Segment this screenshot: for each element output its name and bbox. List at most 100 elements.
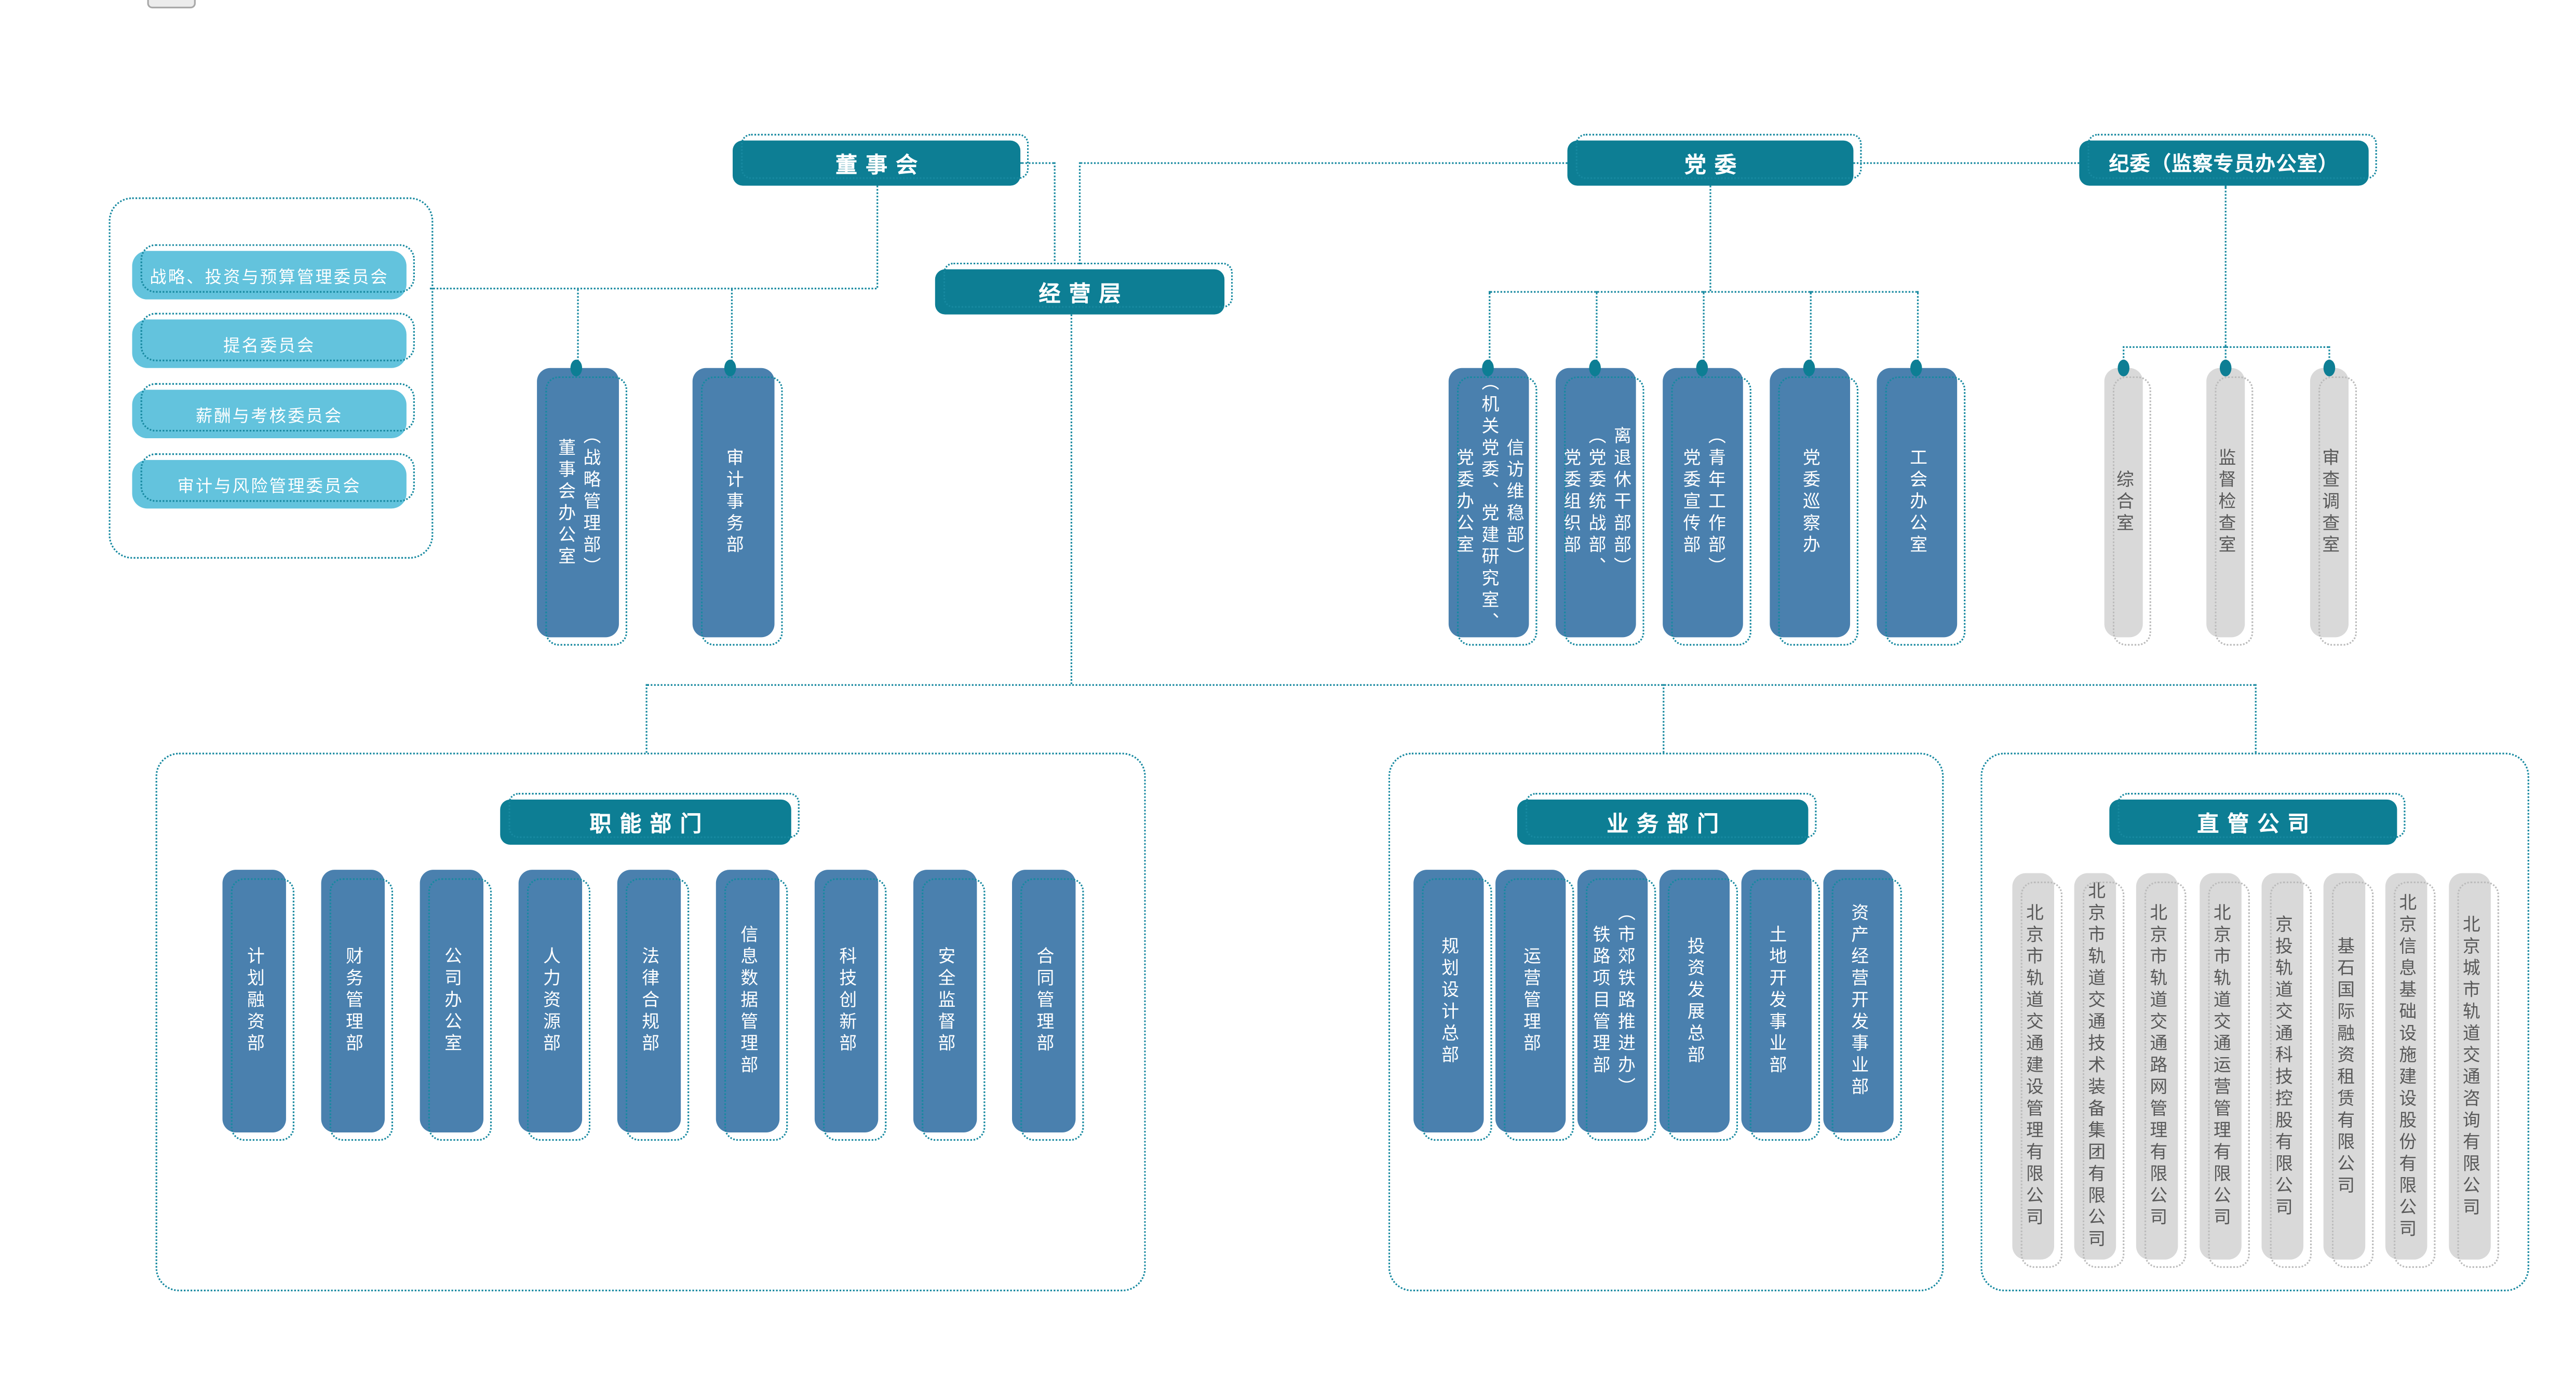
vertical-text-column: （战略管理部） <box>581 426 602 579</box>
node-management-layer: 经营层 <box>935 269 1225 315</box>
vertical-text-column: 人力资源部 <box>541 947 561 1056</box>
committee-strategy-investment-budget: 战略、投资与预算管理委员会 <box>132 251 407 300</box>
office-supervision-inspection: 监督检查室 <box>2206 368 2245 638</box>
dept-finance-management: 财务管理部 <box>321 870 385 1132</box>
functional-departments-group <box>155 752 1146 1291</box>
connector <box>1663 684 1665 753</box>
connector <box>1709 185 1711 291</box>
connector <box>1070 314 1072 684</box>
anchor-dot <box>1910 359 1922 376</box>
section-title-companies: 直管公司 <box>2109 799 2397 845</box>
vertical-text-column: 投资发展总部 <box>1685 936 1706 1066</box>
company-info-infrastructure: 北京信息基础设施建设股份有限公司 <box>2385 873 2427 1260</box>
dept-operation-management: 运营管理部 <box>1495 870 1566 1132</box>
connector <box>2224 346 2227 361</box>
anchor-dot <box>570 359 583 376</box>
connector <box>1703 291 1705 361</box>
connector <box>1078 162 1081 264</box>
vertical-text-column: 监督检查室 <box>2216 448 2237 557</box>
vertical-text-column: 法律合规部 <box>640 947 660 1056</box>
connector <box>1489 291 1491 361</box>
committee-audit-risk: 审计与风险管理委员会 <box>132 460 407 509</box>
board-committees-group <box>109 197 434 559</box>
anchor-dot <box>1589 359 1601 376</box>
anchor-dot <box>2323 359 2336 376</box>
connector <box>1853 162 2080 164</box>
dept-railway-project: 铁路项目管理部（市郊铁路推进办） <box>1577 870 1648 1132</box>
vertical-text-column: 党委宣传部 <box>1681 448 1702 557</box>
vertical-text-column: 党委巡察办 <box>1800 448 1821 557</box>
vertical-text-column: 公司办公室 <box>442 947 463 1056</box>
dept-company-office: 公司办公室 <box>420 870 484 1132</box>
vertical-text-column: 董事会办公室 <box>556 437 576 568</box>
dept-planning-financing: 计划融资部 <box>222 870 286 1132</box>
connector <box>645 684 648 753</box>
dept-information-data: 信息数据管理部 <box>716 870 780 1132</box>
office-general: 综合室 <box>2104 368 2143 638</box>
connector <box>1020 162 1054 164</box>
connector <box>1054 162 1056 264</box>
connector <box>1596 291 1598 361</box>
vertical-text-column: 资产经营开发事业部 <box>1849 903 1870 1099</box>
vertical-text-column: 运营管理部 <box>1521 947 1542 1056</box>
vertical-text-column: 科技创新部 <box>837 947 858 1056</box>
vertical-text-column: 北京市轨道交通运营管理有限公司 <box>2211 903 2232 1230</box>
anchor-dot <box>1696 359 1708 376</box>
vertical-text-column: 财务管理部 <box>344 947 364 1056</box>
dept-safety-supervision: 安全监督部 <box>913 870 977 1132</box>
companies-group <box>1980 752 2529 1291</box>
office-review-investigation: 审查调查室 <box>2310 368 2349 638</box>
dept-labor-union-office: 工会办公室 <box>1877 368 1958 638</box>
anchor-dot <box>2219 359 2232 376</box>
vertical-text-column: （机关党委、党建研究室、 <box>1479 372 1500 633</box>
vertical-text-column: 京投轨道交通科技控股有限公司 <box>2273 914 2294 1219</box>
node-party-committee: 党委 <box>1567 140 1854 186</box>
connector <box>577 288 579 361</box>
dept-tech-innovation: 科技创新部 <box>814 870 879 1132</box>
dept-board-office: 董事会办公室（战略管理部） <box>537 368 619 638</box>
vertical-text-column: （市郊铁路推进办） <box>1615 903 1636 1099</box>
node-discipline-committee: 纪委（监察专员办公室） <box>2079 140 2369 186</box>
connector <box>731 288 733 361</box>
dept-party-propaganda: 党委宣传部（青年工作部） <box>1663 368 1743 638</box>
vertical-text-column: 离退休干部部） <box>1611 426 1632 579</box>
vertical-text-column: 北京市轨道交通建设管理有限公司 <box>2024 903 2044 1230</box>
anchor-dot <box>1482 359 1494 376</box>
vertical-text-column: 审查调查室 <box>2320 448 2340 557</box>
company-construction-management: 北京市轨道交通建设管理有限公司 <box>2012 873 2055 1260</box>
dept-asset-operation: 资产经营开发事业部 <box>1823 870 1894 1132</box>
dept-planning-design: 规划设计总部 <box>1413 870 1484 1132</box>
vertical-text-column: （党委统战部、 <box>1586 426 1607 579</box>
company-network-management: 北京市轨道交通路网管理有限公司 <box>2136 873 2178 1260</box>
dept-human-resources: 人力资源部 <box>518 870 583 1132</box>
connector <box>2224 185 2227 346</box>
connector <box>2123 346 2125 361</box>
company-consulting: 北京城市轨道交通咨询有限公司 <box>2449 873 2491 1260</box>
vertical-text-column: 信访维稳部） <box>1504 437 1525 568</box>
vertical-text-column: 计划融资部 <box>245 947 265 1056</box>
dept-investment-development: 投资发展总部 <box>1659 870 1730 1132</box>
company-cornerstone-leasing: 基石国际融资租赁有限公司 <box>2323 873 2366 1260</box>
vertical-text-column: 铁路项目管理部 <box>1590 925 1611 1077</box>
vertical-text-column: （青年工作部） <box>1706 426 1727 579</box>
dept-party-office: 党委办公室（机关党委、党建研究室、信访维稳部） <box>1448 368 1529 638</box>
vertical-text-column: 基石国际融资租赁有限公司 <box>2335 936 2355 1197</box>
section-title-business: 业务部门 <box>1517 799 1809 845</box>
vertical-text-column: 信息数据管理部 <box>738 925 759 1077</box>
connector <box>429 288 877 290</box>
vertical-text-column: 合同管理部 <box>1034 947 1055 1056</box>
vertical-text-column: 审计事务部 <box>724 448 745 557</box>
section-title-functional: 职能部门 <box>500 799 791 845</box>
dept-party-inspection-office: 党委巡察办 <box>1770 368 1850 638</box>
connector <box>645 684 2255 686</box>
connector <box>1078 162 1568 164</box>
company-tech-equipment-group: 北京市轨道交通技术装备集团有限公司 <box>2074 873 2116 1260</box>
anchor-dot <box>1803 359 1815 376</box>
connector <box>2255 684 2257 753</box>
anchor-dot <box>2118 359 2129 376</box>
dept-party-organization: 党委组织部（党委统战部、离退休干部部） <box>1555 368 1636 638</box>
connector <box>876 185 879 288</box>
business-departments-group <box>1388 752 1944 1291</box>
node-board: 董事会 <box>733 140 1021 186</box>
